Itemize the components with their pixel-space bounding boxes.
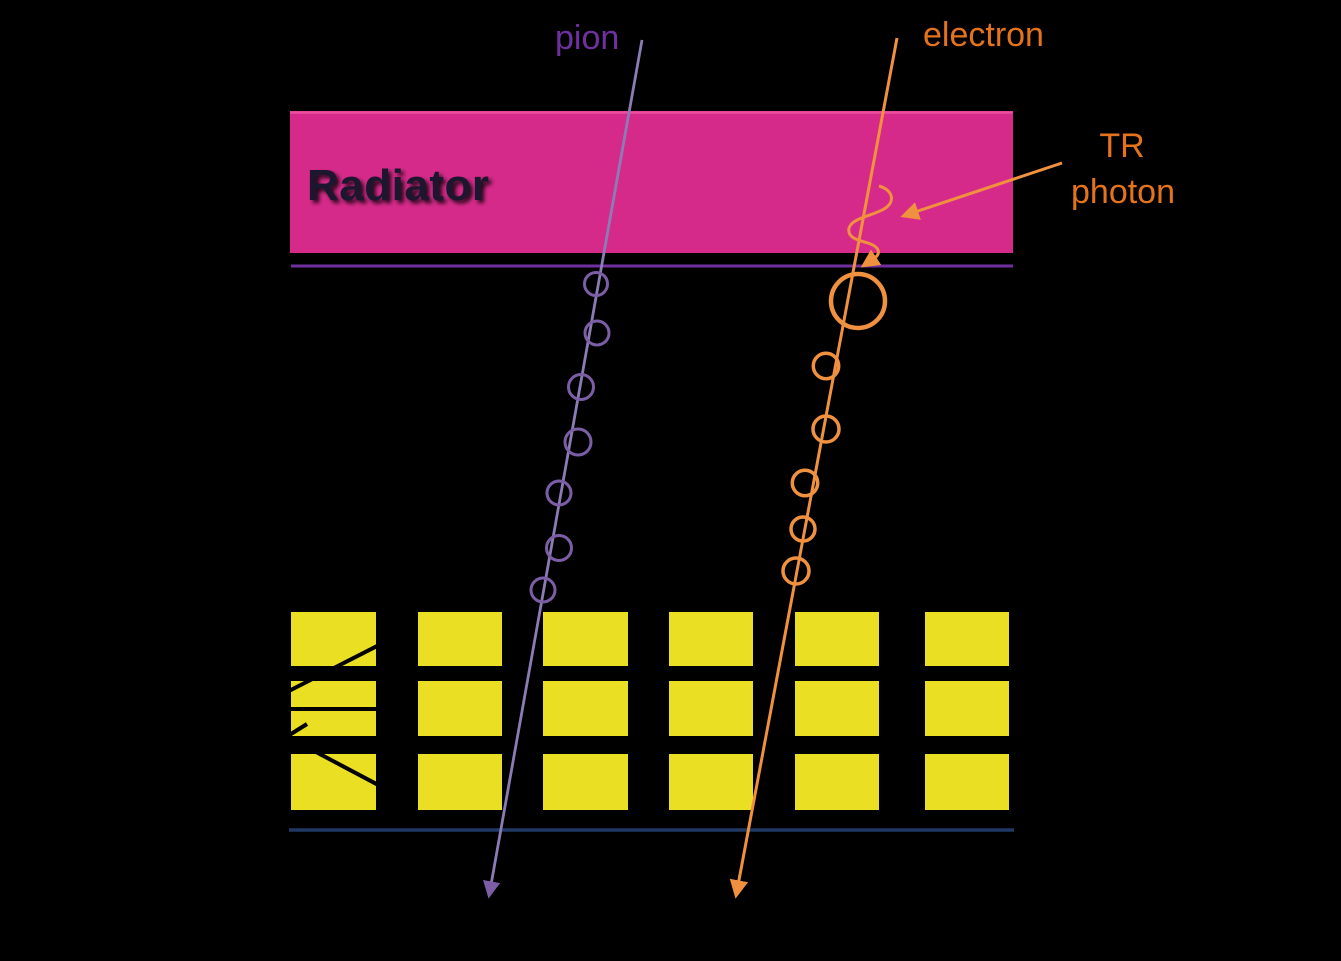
tr-photon-absorption-cluster <box>828 271 888 331</box>
readout-pad <box>669 754 753 810</box>
tr-photon-annotation-arrow <box>900 161 1063 220</box>
radiator-block <box>290 111 1013 253</box>
readout-pad <box>795 681 879 736</box>
pad-overlay-lines <box>281 640 386 790</box>
readout-pad-grid <box>291 612 1009 810</box>
readout-pad <box>418 754 502 810</box>
readout-pad <box>543 612 628 666</box>
readout-pad <box>925 681 1009 736</box>
electron-label: electron <box>923 16 1044 54</box>
tr-photon-label-line2: photon <box>1071 173 1175 211</box>
readout-pad <box>543 754 628 810</box>
electron-cluster-circle <box>790 468 820 498</box>
pion-cluster-circle <box>545 479 573 507</box>
readout-pad <box>795 754 879 810</box>
pion-cluster-circle <box>567 373 595 401</box>
pion-cluster-circle <box>563 427 593 457</box>
readout-pad <box>669 681 753 736</box>
readout-pad <box>418 681 502 736</box>
pad-overlay-line <box>281 722 309 741</box>
electron-cluster-circle <box>781 556 811 586</box>
readout-pad <box>418 612 502 666</box>
electron-cluster-circle <box>811 351 841 381</box>
pion-cluster-circle <box>583 271 609 297</box>
readout-pad <box>925 612 1009 666</box>
readout-pad <box>291 612 376 666</box>
readout-pad <box>291 681 376 707</box>
pion-label: pion <box>555 19 619 57</box>
readout-pad <box>795 612 879 666</box>
electron-cluster-circle <box>811 414 841 444</box>
tr-photon-label-line1: TR <box>1099 127 1144 165</box>
tr-photon-wave <box>847 184 893 268</box>
readout-pad <box>925 754 1009 810</box>
electron-ionization-clusters <box>781 351 841 586</box>
electron-cluster-circle <box>789 515 817 543</box>
readout-pad <box>543 681 628 736</box>
radiator-label: Radiator <box>307 161 489 210</box>
readout-pad <box>669 612 753 666</box>
pion-cluster-circle <box>529 576 557 604</box>
pion-cluster-circle <box>583 319 611 347</box>
pion-ionization-clusters <box>529 271 611 604</box>
pion-cluster-circle <box>545 534 573 562</box>
pad-overlay-line <box>315 750 385 790</box>
readout-pad <box>291 711 376 736</box>
electron-track <box>729 37 899 899</box>
pad-overlay-line <box>282 640 386 696</box>
pion-track <box>483 39 644 899</box>
